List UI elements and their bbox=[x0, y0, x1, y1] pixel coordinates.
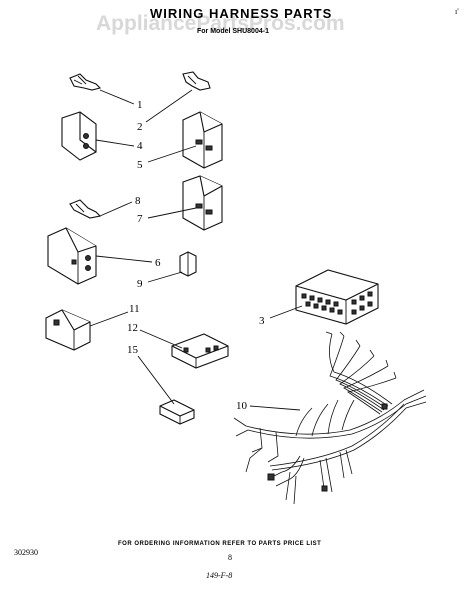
part-10-wiring-harness bbox=[233, 331, 427, 505]
callout-4: 4 bbox=[137, 140, 143, 152]
part-2-terminal bbox=[182, 71, 211, 91]
part-3-terminal-block bbox=[295, 269, 379, 325]
leader-line-12 bbox=[139, 329, 183, 349]
page-number: 8 bbox=[228, 553, 232, 562]
callout-7: 7 bbox=[137, 213, 143, 225]
model-number: For Model SHU8004-1 bbox=[197, 28, 269, 35]
leader-line-2 bbox=[145, 89, 193, 123]
page-title: WIRING HARNESS PARTS bbox=[150, 6, 332, 21]
leader-line-11 bbox=[89, 311, 129, 327]
corner-mark: ı' bbox=[455, 7, 459, 16]
callout-12: 12 bbox=[127, 322, 138, 334]
leader-line-5 bbox=[147, 145, 197, 163]
ordering-note: FOR ORDERING INFORMATION REFER TO PARTS … bbox=[118, 541, 321, 547]
handwritten-note: 149-F-8 bbox=[206, 571, 232, 580]
part-9-small-connector bbox=[179, 251, 197, 277]
part-4-connector-housing bbox=[61, 111, 97, 161]
callout-15: 15 bbox=[127, 344, 139, 356]
callout-10: 10 bbox=[236, 400, 248, 412]
leader-line-10 bbox=[249, 405, 301, 411]
part-7-connector-housing bbox=[182, 175, 223, 231]
leader-line-3 bbox=[269, 305, 303, 319]
part-15-small-block bbox=[159, 399, 195, 425]
leader-line-4 bbox=[95, 139, 135, 147]
part-12-flat-connector bbox=[171, 333, 229, 369]
callout-8: 8 bbox=[135, 195, 141, 207]
callout-3: 3 bbox=[259, 315, 265, 327]
part-8-terminal bbox=[69, 199, 102, 219]
callout-9: 9 bbox=[137, 278, 143, 290]
drawing-number: 302930 bbox=[14, 548, 38, 557]
callout-6: 6 bbox=[155, 257, 161, 269]
part-6-connector-housing bbox=[47, 227, 97, 285]
leader-line-7 bbox=[147, 207, 197, 219]
leader-line-8 bbox=[99, 201, 133, 217]
part-1-terminal bbox=[69, 73, 102, 91]
callout-1: 1 bbox=[137, 99, 143, 111]
part-11-connector-housing bbox=[45, 309, 91, 351]
watermark-text: AppliancePartsPros.com bbox=[96, 12, 345, 35]
leader-line-15 bbox=[137, 355, 175, 405]
part-5-connector-housing bbox=[182, 111, 223, 169]
callout-5: 5 bbox=[137, 159, 143, 171]
callout-11: 11 bbox=[129, 303, 140, 315]
callout-2: 2 bbox=[137, 121, 143, 133]
leader-line-1 bbox=[99, 89, 135, 105]
leader-line-9 bbox=[147, 271, 183, 283]
leader-line-6 bbox=[95, 255, 153, 263]
